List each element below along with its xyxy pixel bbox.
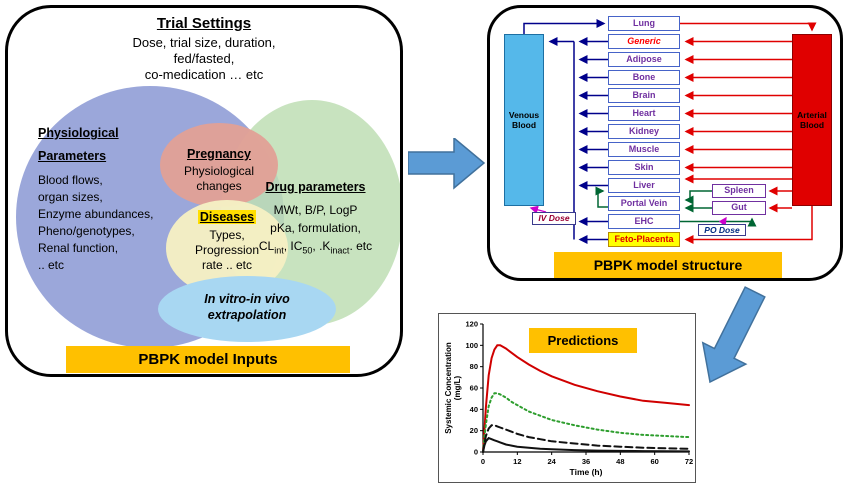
y-tick-label: 0 (474, 448, 478, 457)
ivive-line: In vitro-in vivo (204, 292, 290, 306)
pregnancy-heading: Pregnancy (187, 147, 251, 161)
diseases-line: Types, (209, 228, 245, 242)
physiological-heading-1: Physiological (38, 126, 119, 140)
y-tick-label: 20 (470, 426, 478, 435)
diseases-line: Progression (194, 243, 260, 257)
pbpk-model-inputs-label: PBPK model Inputs (66, 346, 350, 373)
physiological-line: Pheno/genotypes, (38, 224, 135, 238)
venous-blood-label: Venous (508, 110, 540, 120)
venous-blood-box: Venous Blood (504, 34, 544, 206)
x-axis-label: Time (h) (570, 467, 603, 477)
ivive-ellipse (158, 276, 336, 342)
organ-box-skin: Skin (608, 160, 680, 175)
trial-settings-text: Dose, trial size, duration, fed/fasted, … (8, 35, 400, 83)
organ-box-liver: Liver (608, 178, 680, 193)
iv-dose-label: IV Dose (532, 212, 576, 225)
organ-box-brain: Brain (608, 88, 680, 103)
diseases-heading: Diseases (197, 210, 257, 224)
organ-box-feto-placenta: Feto-Placenta (608, 232, 680, 247)
ivive-block: In vitro-in vivo extrapolation (158, 291, 336, 323)
organ-box-lung: Lung (608, 16, 680, 31)
series-red-solid (482, 344, 690, 453)
y-tick-label: 80 (470, 362, 478, 371)
physiological-parameters-block: Physiological Parameters Blood flows, or… (38, 126, 188, 274)
organ-box-bone: Bone (608, 70, 680, 85)
arterial-lines (680, 22, 817, 244)
x-tick-label: 48 (616, 457, 624, 466)
organ-box-muscle: Muscle (608, 142, 680, 157)
venous-blood-label: Blood (511, 120, 537, 130)
venous-lines (523, 19, 608, 244)
trial-settings-line: co-medication … etc (144, 67, 264, 82)
drug-line: pKa, formulation, (270, 221, 361, 235)
organ-box-gut: Gut (712, 201, 766, 215)
y-axis-label: Systemic Concentration (444, 342, 453, 434)
drug-parameters-heading: Drug parameters (265, 180, 366, 194)
drug-parameters-block: Drug parameters MWt, B/P, LogP pKa, form… (233, 180, 398, 259)
arterial-blood-label: Blood (799, 120, 825, 130)
x-tick-label: 24 (547, 457, 556, 466)
inputs-panel: Trial Settings Dose, trial size, duratio… (5, 5, 403, 377)
x-tick-label: 60 (650, 457, 658, 466)
arterial-blood-box: Arterial Blood (792, 34, 832, 206)
x-tick-label: 36 (582, 457, 590, 466)
physiological-line: organ sizes, (38, 190, 103, 204)
pregnancy-ellipse (160, 123, 278, 207)
diseases-line: rate .. etc (201, 258, 253, 272)
series-black-dashed (482, 424, 690, 453)
x-tick-label: 0 (481, 457, 485, 466)
series-green-dotted (482, 392, 690, 453)
trial-settings-line: fed/fasted, (173, 51, 235, 66)
organ-box-adipose: Adipose (608, 52, 680, 67)
organ-box-ehc: EHC (608, 214, 680, 229)
organ-box-generic: Generic (608, 34, 680, 49)
organ-box-spleen: Spleen (712, 184, 766, 198)
y-tick-label: 40 (470, 405, 478, 414)
y-tick-label: 100 (465, 341, 478, 350)
physiological-line: Blood flows, (38, 173, 103, 187)
dose-arrows (529, 205, 727, 227)
series-black-solid (482, 436, 690, 453)
trial-settings-title: Trial Settings (156, 15, 252, 32)
flow-arrow-down (701, 286, 766, 384)
y-tick-label: 120 (465, 320, 478, 329)
structure-panel: Venous Blood Arterial Blood Lung Generic… (487, 5, 843, 281)
x-tick-label: 72 (685, 457, 693, 466)
flow-connections (523, 19, 817, 244)
physiological-line: Renal function, (38, 241, 119, 255)
arterial-blood-label: Arterial (797, 110, 827, 120)
organ-column: Lung Generic Adipose Bone Brain Heart Ki… (608, 16, 680, 256)
ivive-line: extrapolation (207, 308, 287, 322)
organ-box-kidney: Kidney (608, 124, 680, 139)
flow-arrow-right (408, 138, 486, 190)
organ-box-heart: Heart (608, 106, 680, 121)
portal-lines (595, 186, 757, 227)
drug-line: MWt, B/P, LogP (273, 203, 358, 217)
organ-box-portal-vein: Portal Vein (608, 196, 680, 211)
pregnancy-block: Pregnancy Physiological changes (160, 147, 278, 194)
drug-line-subscripted: CLint, IC50, .Kinact. etc (258, 239, 373, 256)
predictions-title: Predictions (529, 328, 637, 353)
po-dose-label: PO Dose (698, 224, 746, 236)
physiological-line: Enzyme abundances, (38, 207, 154, 221)
pbpk-model-structure-label: PBPK model structure (554, 252, 782, 278)
y-axis-unit: (mg/L) (453, 375, 462, 400)
trial-settings-line: Dose, trial size, duration, (132, 35, 276, 50)
physiological-heading-2: Parameters (38, 149, 107, 163)
physiological-line: .. etc (38, 258, 65, 272)
pregnancy-line: changes (196, 179, 242, 193)
x-tick-label: 12 (513, 457, 521, 466)
y-tick-label: 60 (470, 384, 478, 393)
diseases-block: Diseases Types, Progression rate .. etc (166, 210, 288, 273)
pregnancy-line: Physiological (183, 164, 255, 178)
